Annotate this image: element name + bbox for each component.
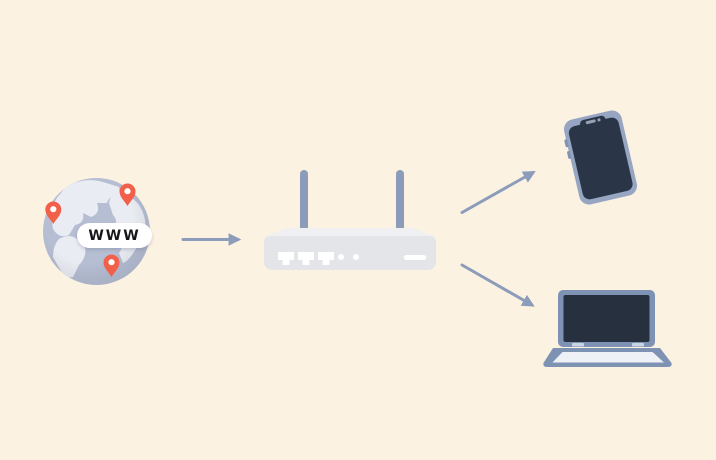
phone-camera-icon [596, 117, 600, 121]
www-label: WWW [88, 227, 141, 244]
www-badge: WWW [77, 223, 152, 248]
arrow-router-to-phone-icon [460, 170, 536, 214]
location-pin-icon [45, 201, 62, 224]
wifi-router [264, 170, 436, 270]
router-label-bar [404, 255, 426, 260]
ethernet-port-icon [318, 252, 334, 265]
location-pin-icons [45, 183, 136, 277]
laptop-screen [563, 295, 650, 342]
laptop [543, 290, 672, 367]
laptop-keyboard-deck [552, 352, 664, 363]
phone-screen [566, 115, 634, 201]
phone-speaker-icon [584, 118, 595, 124]
router-antenna-right [396, 170, 404, 240]
router-led-dot [338, 254, 344, 260]
ethernet-port-icon [278, 252, 294, 265]
laptop-hinge [572, 343, 584, 347]
router-top-face [264, 228, 436, 237]
laptop-hinge [632, 343, 644, 347]
router-led-dot [353, 254, 359, 260]
location-pin-icon [103, 254, 120, 277]
internet-globe-icon [43, 178, 150, 285]
location-pin-icon [119, 183, 136, 206]
router-body [264, 236, 436, 270]
arrow-router-to-laptop-icon [460, 263, 535, 307]
router-antenna-left [300, 170, 308, 240]
ethernet-port-icon [298, 252, 314, 265]
